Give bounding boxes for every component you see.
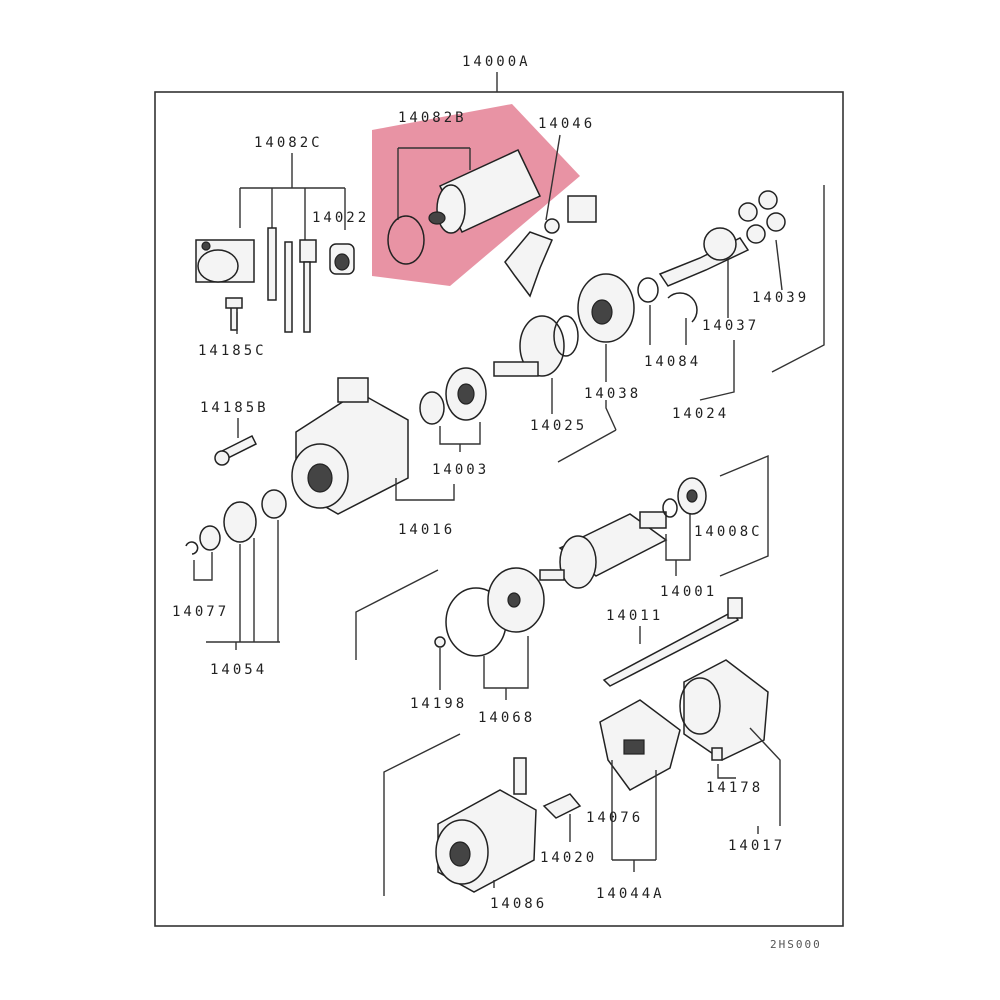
part-label-14039[interactable]: 14039: [752, 290, 809, 306]
part-14046-group[interactable]: 14046: [504, 116, 597, 298]
part-label-14022[interactable]: 14022: [312, 210, 369, 226]
part-label-14016[interactable]: 14016: [398, 522, 455, 538]
part-14011-group[interactable]: 14011: [602, 597, 743, 687]
part-label-14038[interactable]: 14038: [584, 386, 641, 402]
assembly-frame: [154, 91, 844, 927]
part-14024-group[interactable]: 14024: [557, 340, 735, 463]
part-14016-group[interactable]: 14016: [291, 377, 455, 538]
part-label-14086[interactable]: 14086: [490, 896, 547, 912]
footer-code: 2HS000: [770, 938, 822, 951]
part-14086-group[interactable]: 14086: [383, 733, 547, 912]
part-14003-group[interactable]: 14003: [419, 367, 489, 478]
part-14077-group[interactable]: 14077: [172, 525, 229, 620]
part-label-14185B[interactable]: 14185B: [200, 400, 269, 416]
part-label-14082C[interactable]: 14082C: [254, 135, 323, 151]
part-14020-group[interactable]: 14020: [540, 793, 597, 866]
part-label-14020[interactable]: 14020: [540, 850, 597, 866]
part-14039-group[interactable]: 14039: [738, 190, 809, 306]
part-label-14017[interactable]: 14017: [728, 838, 785, 854]
part-14082B-group[interactable]: 14082B: [387, 110, 542, 265]
part-label-14037[interactable]: 14037: [702, 318, 759, 334]
part-14185C-group[interactable]: 14185C: [198, 297, 267, 359]
part-14037-group[interactable]: 14037: [658, 227, 759, 334]
part-14178-group[interactable]: 14178: [706, 747, 763, 796]
part-label-14185C[interactable]: 14185C: [198, 343, 267, 359]
part-14185B-group[interactable]: 14185B: [200, 400, 269, 466]
part-14068-group[interactable]: 14068: [355, 567, 545, 726]
part-label-14001[interactable]: 14001: [660, 584, 717, 600]
part-label-14008C[interactable]: 14008C: [694, 524, 763, 540]
part-14038-group[interactable]: 14038: [577, 273, 641, 402]
part-label-14003[interactable]: 14003: [432, 462, 489, 478]
part-label-14076[interactable]: 14076: [586, 810, 643, 826]
part-label-14025[interactable]: 14025: [530, 418, 587, 434]
assembly-code-label[interactable]: 14000A: [462, 54, 531, 70]
part-label-14082B[interactable]: 14082B: [398, 110, 467, 126]
part-label-14077[interactable]: 14077: [172, 604, 229, 620]
part-label-14046[interactable]: 14046: [538, 116, 595, 132]
part-14017-group[interactable]: 14017: [679, 659, 785, 854]
part-label-14011[interactable]: 14011: [606, 608, 663, 624]
part-14076-group[interactable]: 14076 14044A: [586, 699, 681, 902]
part-label-14178[interactable]: 14178: [706, 780, 763, 796]
part-14008C-group[interactable]: 14008C: [662, 454, 769, 577]
part-label-14084[interactable]: 14084: [644, 354, 701, 370]
part-label-14198[interactable]: 14198: [410, 696, 467, 712]
part-label-14024[interactable]: 14024: [672, 406, 729, 422]
part-label-14068[interactable]: 14068: [478, 710, 535, 726]
part-14082C-group[interactable]: 14082C: [195, 135, 355, 333]
part-14198-group[interactable]: 14198: [410, 636, 467, 712]
part-14084-group[interactable]: 14084: [637, 277, 701, 370]
part-label-14054[interactable]: 14054: [210, 662, 267, 678]
part-label-14044A[interactable]: 14044A: [596, 886, 665, 902]
part-14054-group[interactable]: 14054: [206, 489, 287, 678]
bracket-14024-right: [771, 185, 825, 373]
part-14001-group[interactable]: 14001: [539, 511, 717, 600]
part-14025-group[interactable]: 14025: [493, 315, 587, 434]
